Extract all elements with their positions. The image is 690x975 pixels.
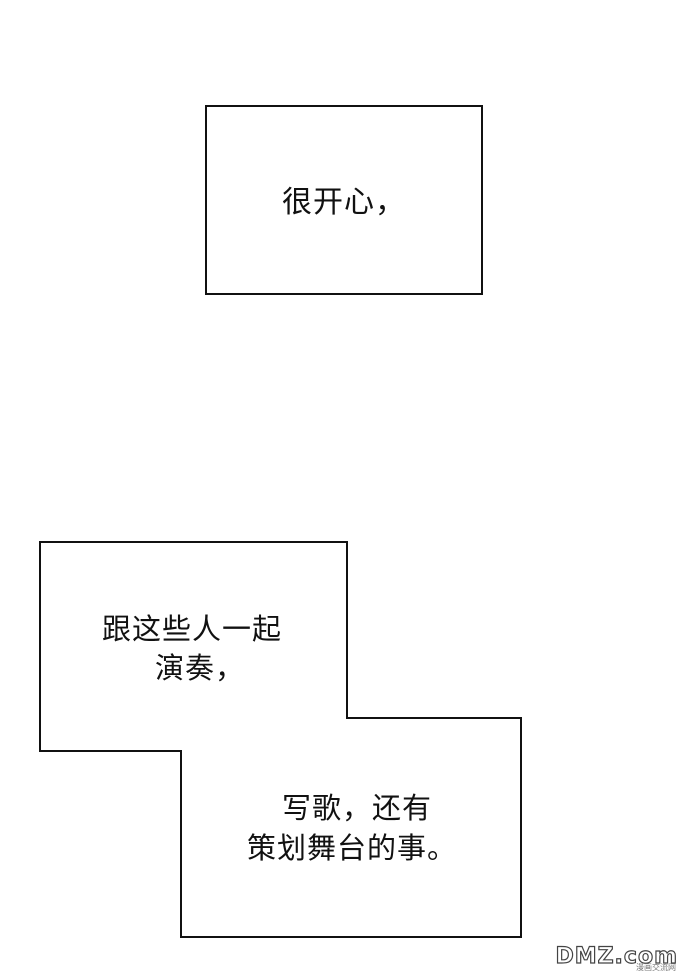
speech-text-line: 写歌，还有: [282, 791, 433, 825]
speech-text-line: 演奏，: [155, 651, 246, 685]
speech-text-line: 策划舞台的事。: [247, 831, 458, 865]
speech-text-line: 跟这些人一起: [102, 612, 283, 646]
site-watermark-subtext: 漫画交流网: [636, 963, 676, 972]
site-watermark-logo: DMZ.com: [555, 943, 678, 969]
speech-text-top: 很开心，: [282, 185, 406, 220]
speech-box-top: 很开心，: [205, 105, 483, 295]
